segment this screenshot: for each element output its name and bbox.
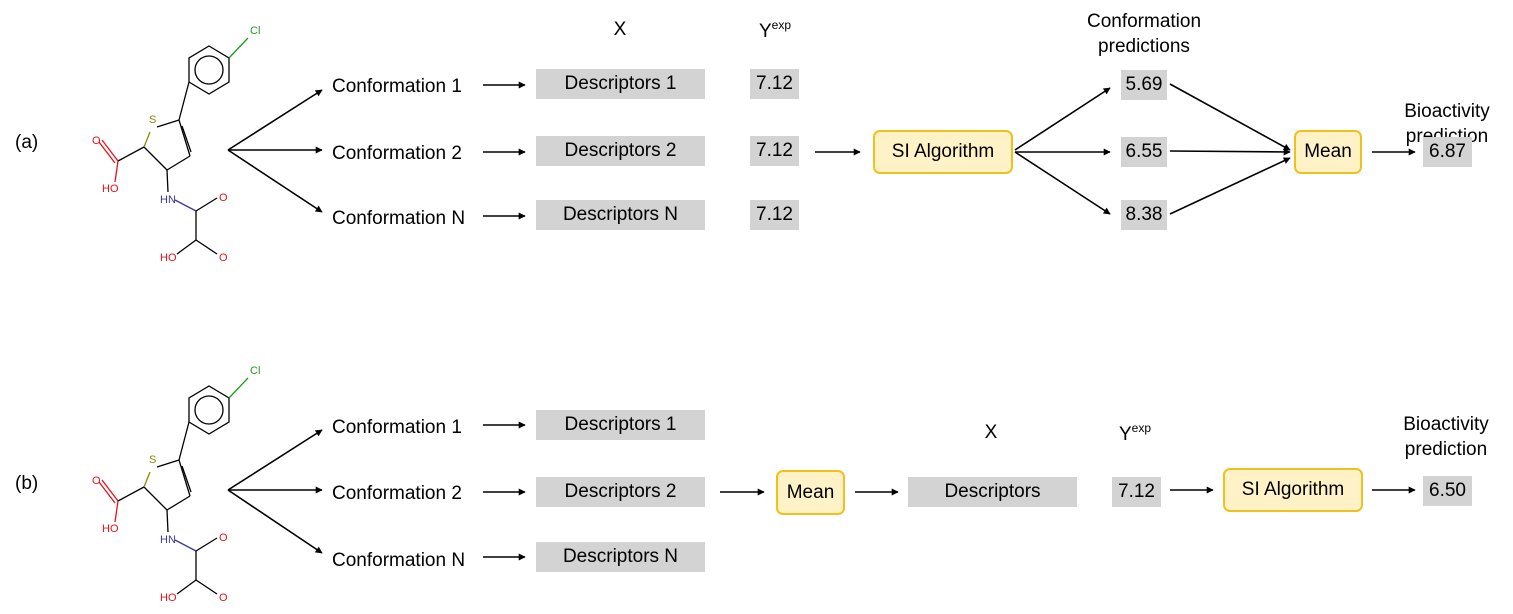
x-header-a: X (613, 19, 627, 40)
conformation-1-b: Conformation 1 (332, 417, 462, 438)
y-value-2-a: 7.12 (750, 136, 799, 166)
x-header-b: X (984, 422, 998, 443)
y-exp-header-a: Yexp (759, 19, 791, 41)
y-value-1-a: 7.12 (750, 69, 799, 99)
arrow-a-mol-conf1 (227, 89, 323, 151)
bioactivity-header-b: Bioactivity prediction (1403, 414, 1489, 460)
arrow-a-mol-confn (227, 149, 323, 213)
y-value-b: 7.12 (1112, 477, 1161, 507)
prediction-1-a: 5.69 (1121, 70, 1167, 100)
y-exp-base-b: Y (1118, 424, 1132, 445)
atom-cl-b: Cl (250, 365, 260, 377)
descriptors-2-b: Descriptors 2 (536, 477, 705, 507)
y-exp-header-b: Yexp (1119, 422, 1151, 444)
arrow-a-si-pred3 (1014, 151, 1111, 215)
atom-o3-a: O (219, 252, 228, 264)
y-exp-sup-a: exp (771, 18, 792, 32)
arrow-a-pred1-mean (1169, 83, 1291, 151)
mean-a: Mean (1294, 130, 1362, 174)
y-exp-sup-b: exp (1131, 421, 1152, 435)
atom-s-b: S (149, 454, 156, 466)
arrow-a-pred2-mean (1169, 148, 1291, 156)
y-exp-base-a: Y (758, 21, 772, 42)
panel-b-label: (b) (15, 473, 39, 494)
arrow-b-mol-conf1 (227, 429, 323, 491)
mean-b: Mean (776, 470, 845, 515)
y-value-n-a: 7.12 (750, 200, 799, 230)
descriptors-n-a: Descriptors N (536, 200, 705, 230)
conformation-predictions-header: Conformation predictions (1086, 11, 1202, 57)
atom-hn-b: HN (160, 534, 176, 546)
atom-s-a: S (149, 114, 156, 126)
conformation-2-b: Conformation 2 (332, 483, 462, 504)
atom-hn-a: HN (160, 194, 176, 206)
panel-a-label: (a) (15, 132, 39, 153)
si-algorithm-a: SI Algorithm (873, 130, 1013, 174)
descriptors-2-a: Descriptors 2 (536, 136, 705, 166)
merged-descriptors-b: Descriptors (908, 477, 1077, 507)
descriptors-1-b: Descriptors 1 (536, 410, 705, 440)
arrow-b-mol-confn (227, 489, 323, 554)
descriptors-n-b: Descriptors N (536, 542, 705, 572)
arrow-a-pred3-mean (1169, 157, 1291, 215)
atom-ho2-a: HO (160, 252, 177, 264)
arrow-a-si-pred1 (1014, 87, 1111, 151)
atom-o2-b: O (219, 532, 228, 544)
molecule-structure-b: Cl S O HO HN O O HO (92, 365, 260, 604)
atom-cl-a: Cl (250, 25, 260, 37)
conformation-2-a: Conformation 2 (332, 143, 462, 164)
atom-ho1-b: HO (102, 523, 119, 535)
prediction-2-a: 6.55 (1121, 137, 1167, 167)
conformation-1-a: Conformation 1 (332, 76, 462, 97)
atom-o1-b: O (92, 475, 101, 487)
result-b: 6.50 (1423, 476, 1472, 506)
conformation-n-a: Conformation N (332, 208, 466, 229)
atom-ho2-b: HO (160, 592, 177, 604)
atom-o1-a: O (92, 135, 101, 147)
atom-o2-a: O (219, 192, 228, 204)
atom-o3-b: O (219, 592, 228, 604)
conformation-n-b: Conformation N (332, 550, 466, 571)
result-a: 6.87 (1423, 137, 1472, 167)
descriptors-1-a: Descriptors 1 (536, 69, 705, 99)
atom-ho1-a: HO (102, 183, 119, 195)
si-algorithm-b: SI Algorithm (1223, 468, 1363, 512)
molecule-structure-a: Cl S O HO HN O O HO (92, 25, 260, 264)
prediction-n-a: 8.38 (1121, 200, 1167, 230)
